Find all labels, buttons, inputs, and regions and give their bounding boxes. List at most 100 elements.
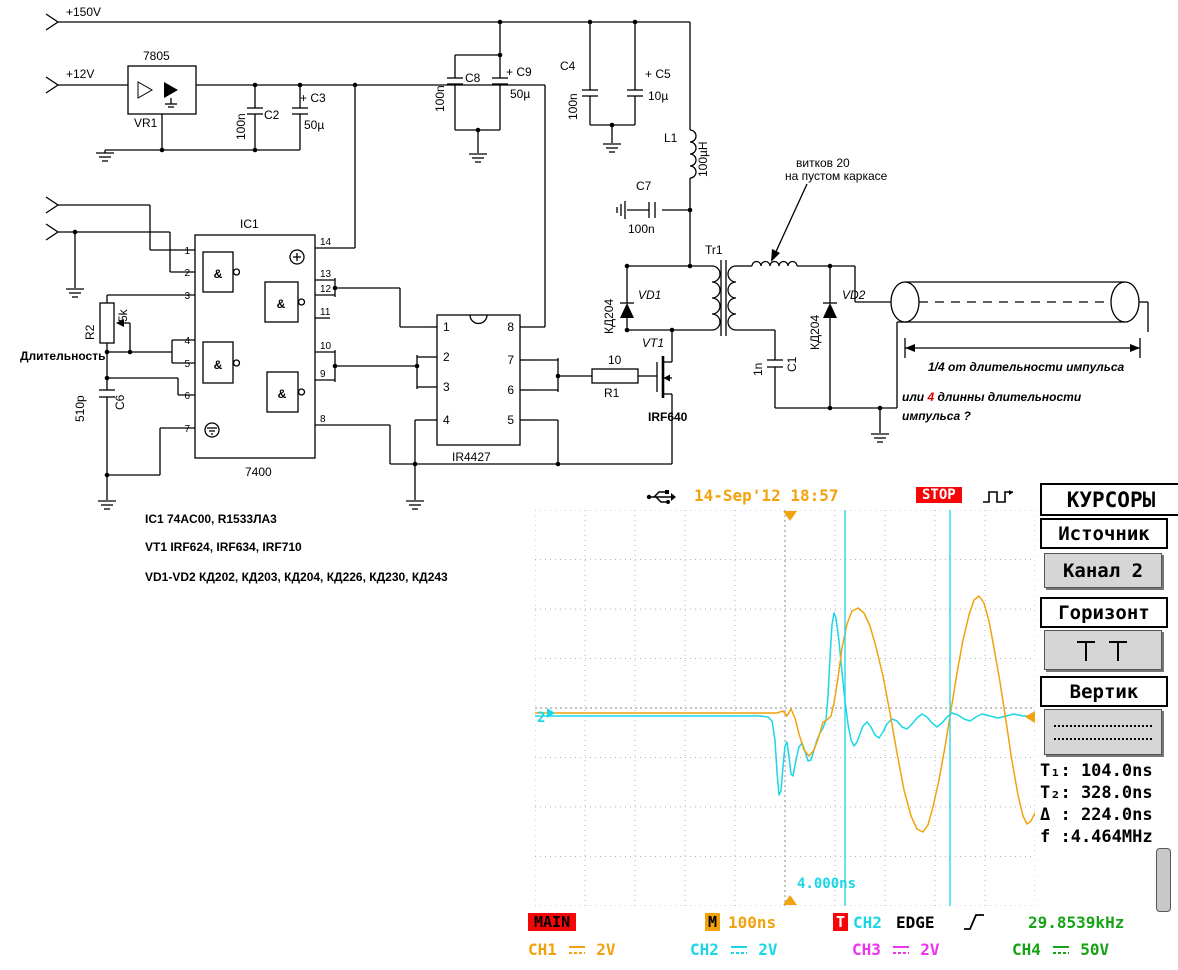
driver-pin: 1 (443, 320, 450, 334)
c1-ref: C1 (785, 356, 799, 372)
scope-datetime: 14-Sep'12 18:57 (694, 486, 839, 505)
ch3-scale: 2V (920, 940, 940, 959)
ch4-scale: 50V (1080, 940, 1110, 959)
main-timebase-badge: MAIN (528, 913, 577, 931)
tr1-ref: Tr1 (705, 243, 723, 257)
measurement-frequency: f :4.464MHz (1040, 827, 1153, 847)
winding-note-1: витков 20 (796, 156, 850, 170)
driver-pin: 2 (443, 350, 450, 364)
dc-coupling-icon (1052, 946, 1069, 954)
parts-note: IC1 74AC00, R1533ЛА3 (145, 512, 277, 526)
c9-value: 50µ (510, 87, 530, 101)
amplitude-cursor-line-icon (1054, 724, 1152, 727)
ch1-scale: 2V (596, 940, 616, 959)
usb-icon (646, 490, 676, 504)
ic1-pin: 14 (320, 237, 332, 248)
time-cursor-icon (1077, 641, 1127, 661)
driver-part: IR4427 (452, 450, 491, 464)
scope-menu-horizontal-button[interactable]: Горизонт (1040, 597, 1168, 628)
circuit-schematic: +150V +12V 7805 VR1 100n C2 + C3 50µ 100… (20, 5, 1149, 584)
c3-ref: + C3 (300, 91, 326, 105)
scope-menu-source-value[interactable]: Канал 2 (1044, 553, 1162, 588)
nand-gate-symbol: & (214, 358, 223, 372)
r2-potentiometer (99, 302, 124, 344)
cursor-delay-readout: 4.000ns (797, 876, 856, 892)
ic1-pin: 10 (320, 341, 332, 352)
scope-menu-vertical-button[interactable]: Вертик (1040, 676, 1168, 707)
c8-ref: C8 (465, 71, 481, 85)
scope-menu-amplitude-cursor-button[interactable] (1044, 709, 1162, 755)
vt1-mosfet (656, 356, 672, 398)
scope-run-status-badge: STOP (916, 487, 962, 503)
tr1-transformer (711, 260, 737, 336)
ic1-pin: 2 (184, 268, 190, 279)
graticule (535, 510, 1035, 906)
l1-value: 100µH (696, 141, 710, 177)
vr1-ref-label: VR1 (134, 116, 158, 130)
nand-gate-symbol: & (277, 297, 286, 311)
trigger-waveform-icon (983, 490, 1013, 503)
trigger-badge: T (833, 913, 849, 931)
driver-pin: 3 (443, 380, 450, 394)
c5-value: 10µ (648, 89, 668, 103)
ic1-pin: 12 (320, 284, 332, 295)
ic1-pin: 1 (184, 246, 190, 257)
trigger-source: CH2 (853, 913, 882, 932)
ic1-7400 (194, 234, 316, 459)
vd2-part: КД204 (808, 315, 822, 350)
dc-coupling-icon (730, 946, 747, 954)
driver-pin: 6 (507, 383, 514, 397)
output-winding-coil (751, 183, 808, 267)
vt1-part: IRF640 (648, 410, 688, 424)
ch2-readout: CH2 2V (690, 940, 777, 959)
c4-value: 100n (566, 93, 580, 120)
ic1-pin: 11 (320, 307, 331, 318)
c5-ref: + C5 (645, 67, 671, 81)
vr1-regulator (127, 65, 197, 115)
driver-pin: 5 (507, 413, 514, 427)
ic1-pin: 4 (184, 336, 190, 347)
parts-note: VD1-VD2 КД202, КД203, КД204, КД226, КД23… (145, 570, 448, 584)
quarter-pulse-note: 1/4 от длительности импульса (928, 360, 1125, 374)
coax-cable (890, 281, 1149, 332)
amplitude-cursor-line-icon (1054, 737, 1152, 740)
trigger-type: EDGE (896, 913, 935, 932)
scope-screen: 2 4.000ns (535, 510, 1035, 906)
c2-value: 100n (234, 113, 248, 140)
ic1-pin: 8 (320, 414, 326, 425)
c8-value: 100n (433, 85, 447, 112)
r2-value: 5k (116, 308, 130, 322)
alt-pulse-note: или 4 длинны длительности (902, 390, 1082, 404)
rail-150v-label: +150V (66, 5, 101, 19)
c9-ref: + C9 (506, 65, 532, 79)
dc-coupling-icon (892, 946, 909, 954)
vt1-ref: VT1 (642, 336, 664, 350)
r1-ref: R1 (604, 386, 620, 400)
trigger-position-marker (783, 511, 797, 521)
ic1-pin: 5 (184, 359, 190, 370)
rail-12v-label: +12V (66, 67, 94, 81)
vr1-part-label: 7805 (143, 49, 170, 63)
driver-pin: 8 (507, 320, 514, 334)
vd2-diode (823, 302, 837, 318)
cursor-measurements: T₁: 104.0ns T₂: 328.0ns Δ : 224.0ns f :4… (1040, 760, 1153, 848)
vd1-part: КД204 (602, 299, 616, 334)
scope-menu-source-button[interactable]: Источник (1040, 518, 1168, 549)
ch1-readout: CH1 2V (528, 940, 615, 959)
timebase-badge: M (705, 913, 721, 931)
driver-pin: 4 (443, 413, 450, 427)
alt-pulse-note-line2: импульса ? (902, 409, 971, 423)
r2-ref: R2 (83, 324, 97, 340)
nand-gate-symbol: & (278, 387, 287, 401)
parts-note: VT1 IRF624, IRF634, IRF710 (145, 540, 302, 554)
c3-value: 50µ (304, 118, 324, 132)
ch1-label: CH1 (528, 940, 557, 959)
wires (45, 13, 906, 500)
scope-menu-time-cursor-button[interactable] (1044, 630, 1162, 670)
r1-resistor (591, 368, 639, 384)
trigger-delay-marker (783, 895, 797, 905)
c7-value: 100n (628, 222, 655, 236)
menu-scrollbar[interactable] (1156, 848, 1171, 912)
waveform-ch2 (535, 612, 1035, 796)
measurement-t1: T₁: 104.0ns (1040, 761, 1153, 781)
